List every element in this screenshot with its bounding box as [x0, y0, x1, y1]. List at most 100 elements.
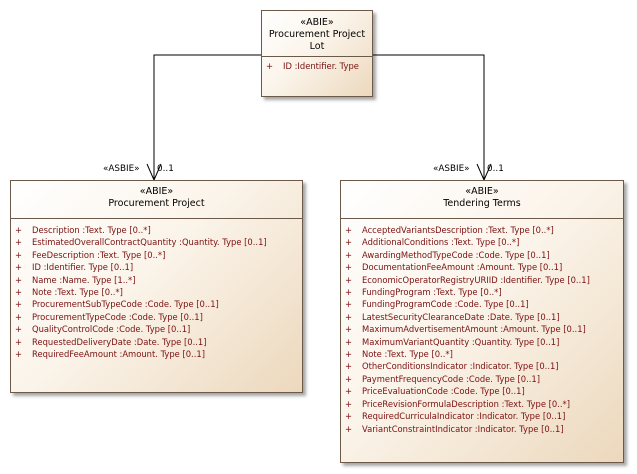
attribute-row[interactable]: +ID :Identifier. Type [0..1] [14, 261, 302, 273]
attribute-row[interactable]: + ID :Identifier. Type [265, 60, 372, 72]
attribute-row[interactable]: +EstimatedOverallContractQuantity :Quant… [14, 236, 302, 248]
attribute-text: QualityControlCode :Code. Type [0..1] [32, 324, 191, 335]
visibility-marker: + [15, 225, 23, 235]
left-multiplicity: 0..1 [157, 164, 174, 174]
visibility-marker: + [15, 324, 23, 335]
attribute-row[interactable]: + LatestSecurityClearanceDate :Date. Type… [344, 311, 623, 323]
visibility-marker: + [345, 423, 353, 434]
class-divider [341, 218, 623, 219]
right-asbie-stereotype: «ASBIE» [433, 164, 470, 174]
attribute-text: PriceRevisionFormulaDescription :Text. T… [362, 398, 571, 409]
visibility-marker: + [345, 411, 353, 422]
visibility-marker: + [15, 336, 23, 347]
visibility-marker: + [15, 274, 23, 285]
attribute-row[interactable]: +PaymentFrequencyCode :Code. Type [0..1] [344, 373, 623, 385]
attribute-list: +Description :Text. Type [0..*]+Estimate… [11, 219, 302, 360]
attribute-row[interactable]: + FeeDescription :Text. Type [0..*] [14, 249, 302, 261]
attribute-text: ID :Identifier. Type [0..1] [32, 262, 134, 273]
visibility-marker: + [345, 262, 353, 273]
class-tendering-terms[interactable]: «ABIE» Tendering Terms + AcceptedVariants… [340, 180, 624, 463]
attribute-row[interactable]: + QualityControlCode :Code. Type [0..1] [14, 323, 302, 335]
visibility-marker: + [15, 249, 23, 260]
attribute-row[interactable]: +FundingProgramCode :Code. Type [0..1] [344, 298, 623, 310]
attribute-row[interactable]: + Description :Text. Type [0..*] [14, 224, 302, 236]
visibility-marker: + [345, 237, 353, 248]
left-asbie-stereotype: «ASBIE» [103, 164, 140, 174]
attribute-text: ProcurementTypeCode :Code. Type [0..1] [32, 311, 203, 322]
attribute-text: Description :Text. Type [0..*] [32, 225, 151, 235]
attribute-row[interactable]: +DocumentationFeeAmount :Amount. Type [0… [344, 261, 623, 273]
attribute-text: PriceEvaluationCode :Code. Type [0..1] [362, 386, 525, 397]
attribute-text: EconomicOperatorRegistryURIID :Identifie… [362, 274, 590, 285]
class-header: «ABIE» Tendering Terms [341, 181, 623, 218]
class-divider [11, 218, 302, 219]
stereotype-label: «ABIE» [300, 17, 334, 28]
attribute-text: EstimatedOverallContractQuantity :Quanti… [32, 237, 267, 248]
class-procurement-project[interactable]: «ABIE» Procurement Project + Description … [10, 180, 303, 393]
visibility-marker: + [345, 287, 353, 298]
attribute-row[interactable]: + RequiredFeeAmount :Amount. Type [0..1] [14, 348, 302, 360]
attribute-row[interactable]: + ProcurementTypeCode :Code. Type [0..1] [14, 311, 302, 323]
visibility-marker: + [15, 311, 23, 322]
visibility-marker: + [345, 361, 353, 372]
attribute-row[interactable]: + AdditionalConditions :Text. Type [0..*] [344, 236, 623, 248]
attribute-row[interactable]: +PriceEvaluationCode :Code. Type [0..1] [344, 385, 623, 397]
visibility-marker: + [345, 274, 353, 285]
class-header: «ABIE» Procurement Project [11, 181, 302, 218]
attribute-row[interactable]: + MaximumAdvertisementAmount :Amount. Typ… [344, 323, 623, 335]
visibility-marker: + [345, 311, 353, 322]
attribute-text: MaximumVariantQuantity :Quantity. Type [… [362, 336, 560, 347]
attribute-text: Note :Text. Type [0..*] [362, 349, 453, 360]
class-procurement-project-lot[interactable]: «ABIE» Procurement Project Lot + ID :Iden… [261, 10, 373, 97]
visibility-marker: + [15, 299, 23, 310]
visibility-marker: + [345, 336, 353, 347]
stereotype-label: «ABIE» [139, 186, 174, 197]
stereotype-label: «ABIE» [465, 186, 499, 197]
attribute-row[interactable]: + Name :Name. Type [1..*] [14, 274, 302, 286]
association-line-project[interactable] [153, 54, 261, 180]
visibility-marker: + [345, 349, 353, 360]
visibility-marker: + [15, 349, 23, 360]
attribute-text: MaximumAdvertisementAmount :Amount. Type… [362, 324, 586, 335]
attribute-text: AcceptedVariantsDescription :Text. Type … [362, 225, 554, 235]
visibility-marker: + [345, 225, 353, 235]
attribute-row[interactable]: +Note :Text. Type [0..*] [14, 286, 302, 298]
visibility-marker: + [266, 61, 274, 71]
attribute-text: RequiredCurriculaIndicator :Indicator. T… [362, 411, 566, 422]
attribute-text: Name :Name. Type [1..*] [32, 274, 136, 285]
attribute-text: LatestSecurityClearanceDate :Date. Type … [362, 311, 560, 322]
visibility-marker: + [345, 373, 353, 384]
attribute-row[interactable]: + MaximumVariantQuantity :Quantity. Type … [344, 336, 623, 348]
attribute-row[interactable]: + RequiredCurriculaIndicator :Indicator. … [344, 410, 623, 422]
class-name-line1: Procurement Project [268, 29, 366, 40]
visibility-marker: + [15, 287, 23, 298]
attribute-row[interactable]: + PriceRevisionFormulaDescription :Text. … [344, 398, 623, 410]
attribute-text: FeeDescription :Text. Type [0..*] [32, 249, 166, 260]
class-name: Procurement Project [108, 198, 205, 209]
attribute-row[interactable]: + RequestedDeliveryDate :Date. Type [0..1… [14, 336, 302, 348]
attribute-row[interactable]: +ProcurementSubTypeCode :Code. Type [0..… [14, 298, 302, 310]
attribute-row[interactable]: + AcceptedVariantsDescription :Text. Type… [344, 224, 623, 236]
association-line-terms[interactable] [373, 54, 485, 180]
visibility-marker: + [345, 324, 353, 335]
attribute-text: FundingProgram :Text. Type [0..*] [362, 287, 502, 298]
class-header: «ABIE» Procurement Project Lot [262, 11, 372, 56]
attribute-row[interactable]: +OtherConditionsIndicator :Indicator. Ty… [344, 360, 623, 372]
class-name: Tendering Terms [443, 198, 521, 209]
right-multiplicity: 0..1 [487, 164, 504, 174]
attribute-text: ID :Identifier. Type [283, 61, 359, 71]
attribute-text: RequestedDeliveryDate :Date. Type [0..1] [32, 336, 207, 347]
attribute-row[interactable]: + EconomicOperatorRegistryURIID :Identifi… [344, 274, 623, 286]
attribute-list: + ID :Identifier. Type [262, 57, 372, 72]
attribute-row[interactable]: + VariantConstraintIndicator :Indicator. … [344, 423, 623, 435]
visibility-marker: + [345, 398, 353, 409]
attribute-row[interactable]: + FundingProgram :Text. Type [0..*] [344, 286, 623, 298]
class-name-line2: Lot [309, 41, 325, 52]
attribute-text: AdditionalConditions :Text. Type [0..*] [362, 237, 520, 248]
attribute-row[interactable]: +AwardingMethodTypeCode :Code. Type [0..… [344, 249, 623, 261]
attribute-row[interactable]: + Note :Text. Type [0..*] [344, 348, 623, 360]
attribute-text: RequiredFeeAmount :Amount. Type [0..1] [32, 349, 205, 360]
attribute-text: VariantConstraintIndicator :Indicator. T… [362, 423, 564, 434]
